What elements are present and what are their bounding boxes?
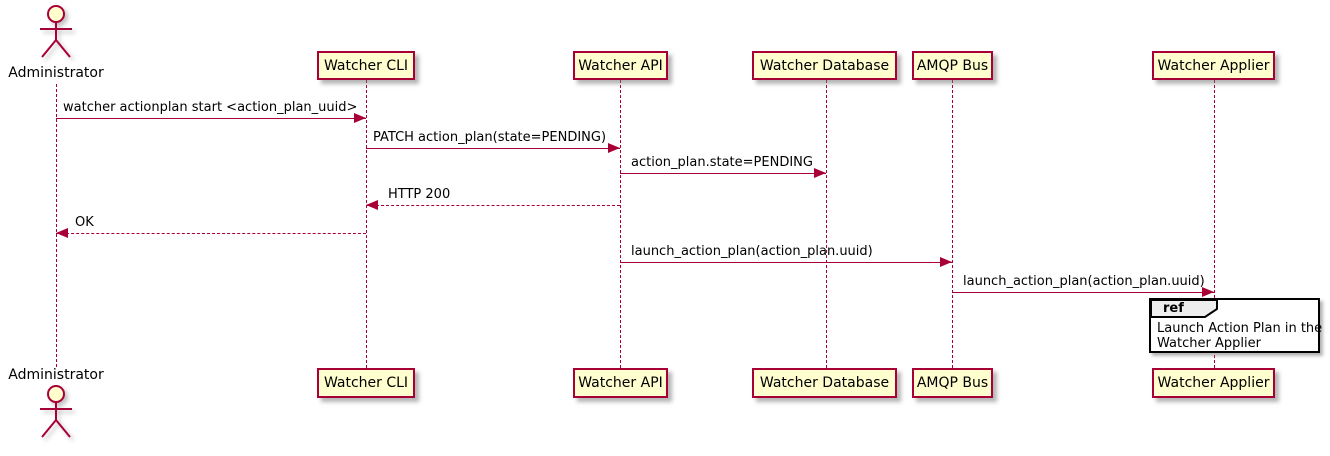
participant-box-watcher-applier-bottom: Watcher Applier [1152,368,1275,398]
participant-box-amqp-bus-bottom: AMQP Bus [912,368,993,398]
participant-box-watcher-api-top: Watcher API [573,51,668,80]
ref-keyword: ref [1163,301,1184,316]
message-label-7: launch_action_plan(action_plan.uuid) [963,274,1205,289]
actor-icon-bottom [40,385,72,438]
message-label-2: PATCH action_plan(state=PENDING) [373,130,607,145]
arrowhead-icon-1 [354,113,366,123]
message-line-5 [56,233,366,234]
message-line-3 [620,173,826,174]
arrowhead-icon-4 [366,200,378,210]
lifeline-watcher-cli [366,80,367,368]
ref-text-line-2: Watcher Applier [1157,336,1261,351]
arrowhead-icon-2 [608,143,620,153]
lifeline-amqp-bus [952,80,953,368]
participant-box-watcher-applier-top: Watcher Applier [1152,51,1275,80]
message-line-6 [620,262,952,263]
arrowhead-icon-7 [1202,287,1214,297]
message-line-2 [366,148,620,149]
actor-label-administrator-top: Administrator [8,65,104,81]
ref-header-pentagon-icon [1150,299,1218,318]
participant-box-watcher-database-bottom: Watcher Database [752,368,897,398]
lifeline-watcher-database [826,80,827,368]
ref-text-line-1: Launch Action Plan in the [1157,321,1323,336]
message-line-4 [366,205,620,206]
participant-box-watcher-api-bottom: Watcher API [573,368,668,398]
message-label-4: HTTP 200 [388,187,451,202]
message-label-5: OK [75,215,94,230]
lifeline-watcher-api [620,80,621,368]
message-label-3: action_plan.state=PENDING [631,155,813,170]
actor-label-administrator-bottom: Administrator [8,367,104,383]
participant-box-watcher-cli-top: Watcher CLI [317,51,415,80]
arrowhead-icon-5 [56,228,68,238]
arrowhead-icon-6 [940,257,952,267]
lifeline-watcher-applier [1214,80,1215,368]
arrowhead-icon-3 [814,168,826,178]
actor-icon [40,5,72,58]
ref-text: Launch Action Plan in the Watcher Applie… [1157,321,1322,351]
ref-fragment: ref Launch Action Plan in the Watcher Ap… [1149,298,1322,353]
lifeline-administrator [56,84,57,367]
message-label-1: watcher actionplan start <action_plan_uu… [63,100,358,115]
message-label-6: launch_action_plan(action_plan.uuid) [631,244,873,259]
participant-box-watcher-database-top: Watcher Database [752,51,897,80]
message-line-7 [952,292,1214,293]
message-line-1 [56,118,366,119]
participant-box-watcher-cli-bottom: Watcher CLI [317,368,415,398]
participant-box-amqp-bus-top: AMQP Bus [912,51,993,80]
